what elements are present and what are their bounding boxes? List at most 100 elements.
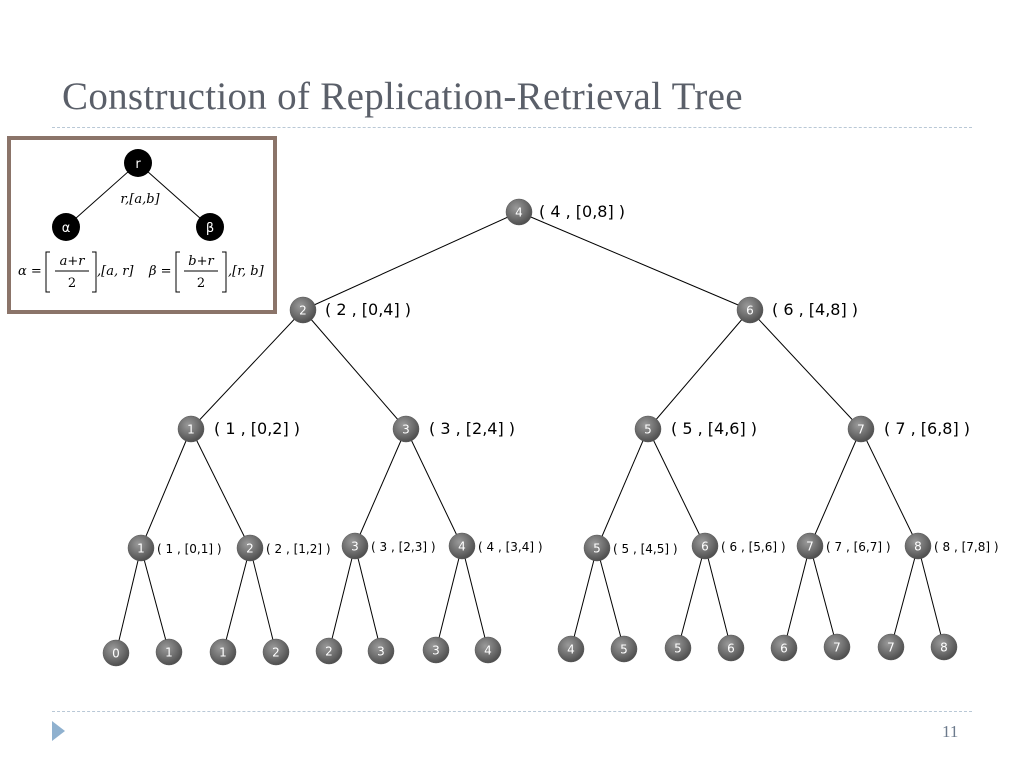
tree-node-value: 1: [165, 646, 173, 660]
tree-node-circle: [392, 415, 420, 443]
tree-edge: [354, 545, 382, 652]
tree-node-label: ( 2 , [0,4] ): [325, 300, 411, 319]
tree-edge: [461, 545, 489, 651]
tree-node-value: 5: [674, 642, 682, 656]
legend-beta-text: β: [206, 221, 214, 236]
tree-node-value: 7: [887, 641, 895, 655]
tree-node-label: ( 1 , [0,2] ): [214, 419, 300, 438]
tree-node-circle: [177, 415, 205, 443]
tree-node: 7( 7 , [6,8] ): [847, 415, 970, 443]
alpha-formula-lhs: α =: [18, 264, 42, 279]
tree-node-circle: [610, 635, 638, 663]
tree-node: 4( 4 , [0,8] ): [505, 198, 625, 226]
tree-edge: [783, 545, 811, 649]
tree-node-label: ( 3 , [2,4] ): [429, 419, 515, 438]
tree-node-circle: [557, 635, 585, 663]
tree-node-label: ( 3 , [2,3] ): [371, 540, 436, 554]
tree-node: 3( 3 , [2,3] ): [341, 532, 436, 560]
tree-edge: [596, 428, 649, 549]
tree-node-circle: [341, 532, 369, 560]
tree-node-circle: [736, 296, 764, 324]
tree-edge: [749, 309, 862, 430]
tree-node: 6( 6 , [5,6] ): [691, 532, 786, 560]
tree-edge: [647, 309, 751, 430]
tree-node-circle: [155, 638, 183, 666]
tree-node-circle: [289, 296, 317, 324]
tree-node-value: 4: [458, 540, 466, 554]
tree-node-circle: [930, 633, 958, 661]
alpha-formula: α = a+r 2 ,[a, r]: [18, 251, 134, 293]
next-slide-arrow-icon[interactable]: [52, 721, 65, 741]
tree-node-circle: [717, 634, 745, 662]
beta-formula-lhs: β =: [148, 264, 172, 279]
tree-node-label: ( 7 , [6,8] ): [884, 419, 970, 438]
tree-node-circle: [422, 636, 450, 664]
tree-node-circle: [102, 639, 130, 667]
tree-node: 7( 7 , [6,7] ): [796, 532, 891, 560]
tree-node-value: 4: [484, 644, 492, 658]
legend-alpha-text: α: [62, 221, 71, 236]
tree-node-circle: [691, 532, 719, 560]
tree-node: 5: [610, 635, 638, 663]
tree-node-value: 7: [833, 641, 841, 655]
tree-node-value: 8: [914, 540, 922, 554]
legend-beta-node: [196, 213, 224, 241]
beta-formula: β = b+r 2 ,[r, b]: [148, 251, 265, 293]
tree-node-label: ( 4 , [3,4] ): [478, 540, 543, 554]
tree-node-value: 5: [593, 542, 601, 556]
tree-node-value: 1: [187, 423, 195, 437]
tree-edge: [140, 547, 170, 653]
tree-edge: [354, 428, 407, 547]
tree-node: 5 ( 5 , [4,5] ): [583, 534, 678, 562]
tree-node-value: 3: [432, 644, 440, 658]
tree-node-value: 5: [620, 643, 628, 657]
tree-node-value: 4: [515, 206, 523, 220]
tree-edge: [190, 309, 304, 430]
tree-node: 4: [557, 635, 585, 663]
tree-node-label: ( 1 , [0,1] ): [157, 542, 222, 556]
tree-node-value: 0: [112, 647, 120, 661]
tree-edge: [328, 545, 356, 652]
tree-edge: [435, 545, 463, 651]
tree-node: 2: [315, 637, 343, 665]
legend-alpha-node: [52, 213, 80, 241]
tree-node-circle: [209, 638, 237, 666]
tree-node-circle: [505, 198, 533, 226]
tree-edge: [809, 428, 862, 547]
tree-node: 6( 6 , [4,8] ): [736, 296, 858, 324]
tree-node-circle: [448, 532, 476, 560]
tree-node: 1: [155, 638, 183, 666]
legend-root-text: r: [135, 157, 141, 172]
tree-node: 1 ( 1 , [0,2] ): [177, 415, 300, 443]
tree-edge: [302, 309, 407, 430]
tree-edge: [917, 545, 945, 648]
tree-node: 2( 2 , [1,2] ): [236, 534, 331, 562]
tree-edge: [809, 545, 838, 648]
tree-node-label: ( 6 , [4,8] ): [772, 300, 858, 319]
tree-node: 6: [770, 634, 798, 662]
tree-node: 6: [717, 634, 745, 662]
tree-node-value: 1: [137, 542, 145, 556]
tree-edge: [704, 545, 732, 649]
tree-node: 8: [930, 633, 958, 661]
tree-edge: [570, 547, 598, 650]
tree-node-circle: [877, 633, 905, 661]
tree-node-label: ( 5 , [4,5] ): [613, 542, 678, 556]
tree-node-circle: [796, 532, 824, 560]
tree-node: 7: [823, 633, 851, 661]
alpha-formula-den: 2: [68, 276, 76, 291]
tree-node-circle: [904, 532, 932, 560]
tree-node-circle: [634, 415, 662, 443]
tree-node-circle: [474, 636, 502, 664]
tree-node-label: ( 7 , [6,7] ): [826, 540, 891, 554]
tree-node: 3: [422, 636, 450, 664]
legend-edge-right: [137, 162, 211, 228]
legend-edge-label: r,[a,b]: [120, 192, 160, 207]
tree-node: 5( 5 , [4,6] ): [634, 415, 757, 443]
tree-node-value: 6: [780, 642, 788, 656]
tree-node-value: 1: [219, 646, 227, 660]
tree-node-value: 2: [299, 304, 307, 318]
tree-node-label: ( 5 , [4,6] ): [671, 419, 757, 438]
tree-node-value: 3: [377, 645, 385, 659]
slide-title: Construction of Replication-Retrieval Tr…: [62, 75, 743, 118]
